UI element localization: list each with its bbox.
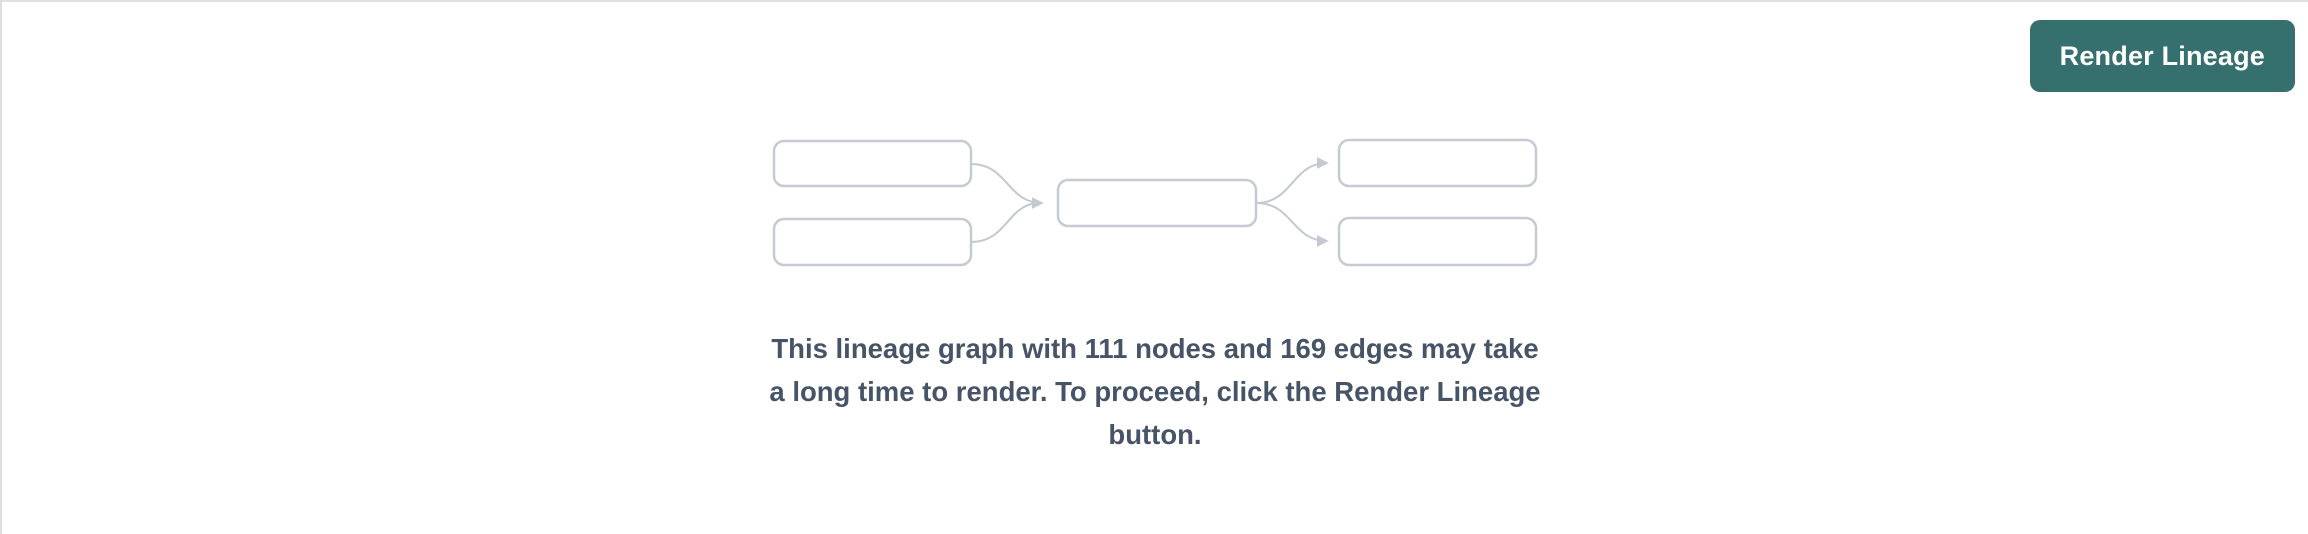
- graph-node: [772, 139, 973, 188]
- graph-node: [1337, 216, 1538, 267]
- graph-edge: [1255, 202, 1329, 247]
- graph-node: [1056, 178, 1258, 228]
- render-lineage-button[interactable]: Render Lineage: [2029, 20, 2295, 92]
- graph-node: [1337, 138, 1538, 188]
- lineage-placeholder-content: This lineage graph with 111 nodes and 16…: [2, 2, 2308, 456]
- graph-nodes: [772, 138, 1538, 267]
- graph-edge: [970, 202, 1041, 243]
- message-line-1: This lineage graph with 111 nodes and 16…: [771, 333, 1539, 364]
- render-warning-message: This lineage graph with 111 nodes and 16…: [769, 327, 1540, 456]
- graph-edges: [970, 157, 1329, 247]
- message-line-2: a long time to render. To proceed, click…: [769, 376, 1541, 407]
- graph-edge: [1255, 157, 1329, 204]
- graph-edge: [970, 163, 1044, 209]
- lineage-graph-placeholder-icon: [772, 138, 1538, 267]
- message-line-3: button.: [1108, 419, 1202, 450]
- graph-node: [772, 217, 973, 267]
